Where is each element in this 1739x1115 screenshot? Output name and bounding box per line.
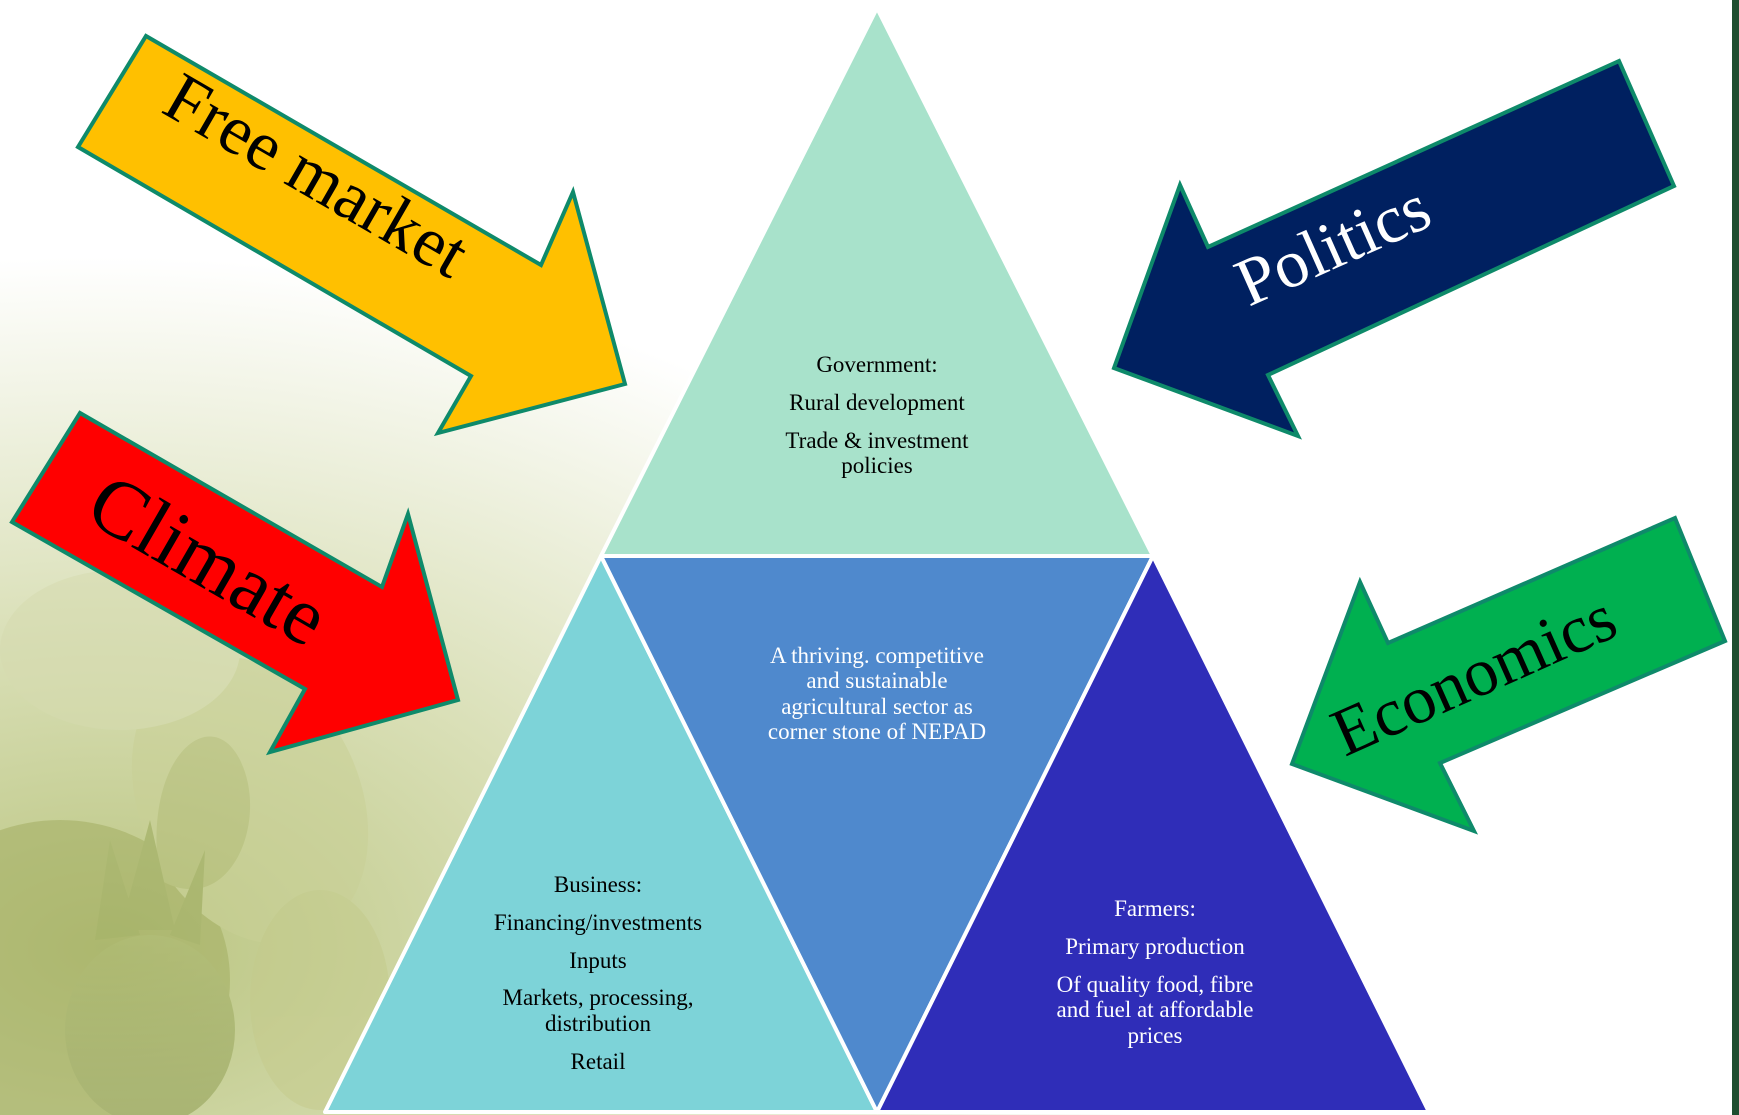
- business-line-markets: Markets, processing,: [502, 985, 694, 1011]
- climate-arrow: [9, 410, 461, 756]
- government-heading: Government:: [816, 352, 938, 377]
- government-line-policies: policies: [841, 453, 913, 479]
- white-corner-panel: [1390, 860, 1739, 1115]
- center-line-3: agricultural sector as: [781, 693, 973, 719]
- business-line-inputs: Inputs: [569, 947, 627, 973]
- business-heading: Business:: [553, 872, 643, 897]
- government-line-trade: Trade & investment: [785, 427, 969, 453]
- business-text: Business: Financing/investments Inputs M…: [448, 872, 748, 1075]
- free-market-arrow: [75, 33, 628, 437]
- government-line-rural: Rural development: [789, 389, 965, 415]
- right-edge-bar: [1732, 0, 1739, 1115]
- politics-arrow: [1111, 58, 1677, 440]
- business-line-retail: Retail: [570, 1048, 626, 1074]
- farmers-line-quality: Of quality food, fibre: [1056, 971, 1254, 997]
- center-text: A thriving. competitive and sustainable …: [727, 643, 1027, 744]
- farmers-line-fuel: and fuel at affordable: [1056, 997, 1254, 1023]
- economics-arrow: [1289, 515, 1728, 835]
- center-line-1: A thriving. competitive: [770, 643, 984, 668]
- farmers-line-primary: Primary production: [1065, 933, 1245, 959]
- business-line-distribution: distribution: [544, 1011, 652, 1036]
- farmers-heading: Farmers:: [1114, 896, 1196, 921]
- center-line-2: and sustainable: [806, 668, 948, 694]
- business-line-financing: Financing/investments: [493, 909, 703, 935]
- government-text: Government: Rural development Trade & in…: [727, 352, 1027, 479]
- center-line-4: corner stone of NEPAD: [767, 718, 987, 744]
- farmers-triangle: [875, 554, 1431, 1114]
- farmers-line-prices: prices: [1127, 1023, 1183, 1048]
- farmers-text: Farmers: Primary production Of quality f…: [1005, 896, 1305, 1049]
